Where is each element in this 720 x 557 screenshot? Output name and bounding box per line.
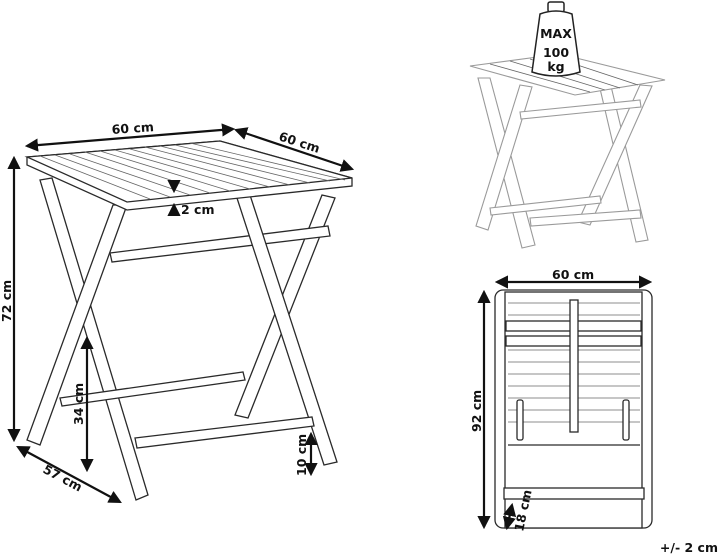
load-table-drawing [469, 53, 666, 249]
tolerance-label: +/- 2 cm [660, 540, 718, 555]
lower-crossbar-back [59, 371, 246, 407]
weight-max: MAX [540, 26, 572, 41]
height-label: 72 cm [0, 280, 14, 322]
top-thickness-label: 2 cm [181, 202, 214, 217]
leg-footprint-label: 57 cm [41, 461, 85, 494]
width-label: 60 cm [111, 119, 154, 137]
bottom-bar-height-label: 10 cm [294, 434, 309, 476]
weight-icon: MAX 100 kg [531, 1, 581, 77]
folded-table-drawing [494, 289, 653, 529]
weight-unit: kg [547, 59, 564, 74]
bottom-crossbar [134, 416, 315, 449]
main-dimensions [7, 123, 355, 504]
folded-width-label: 60 cm [552, 267, 594, 282]
folded-height-label: 92 cm [469, 390, 484, 432]
leg-back-left [39, 177, 149, 501]
lower-bar-height-label: 34 cm [71, 383, 86, 425]
weight-value: 100 [543, 45, 569, 60]
